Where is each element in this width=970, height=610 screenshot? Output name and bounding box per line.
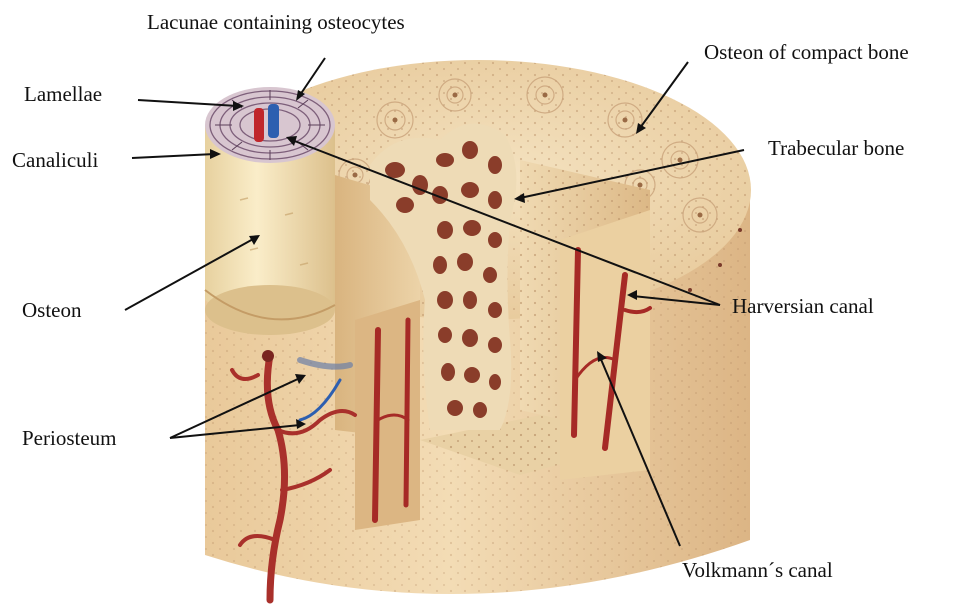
label-canaliculi: Canaliculi (12, 150, 98, 171)
label-osteon-compact-bone: Osteon of compact bone (704, 42, 909, 63)
label-osteon: Osteon (22, 300, 82, 321)
label-volkmann-canal: Volkmann´s canal (682, 560, 833, 581)
label-trabecular-bone: Trabecular bone (768, 138, 904, 159)
leader-canaliculi (132, 154, 215, 158)
label-periosteum: Periosteum (22, 428, 117, 449)
label-lamellae: Lamellae (24, 84, 102, 105)
label-haversian-canal: Harversian canal (732, 296, 874, 317)
label-lacunae: Lacunae containing osteocytes (147, 12, 405, 33)
osteon-cylinder (205, 87, 335, 335)
